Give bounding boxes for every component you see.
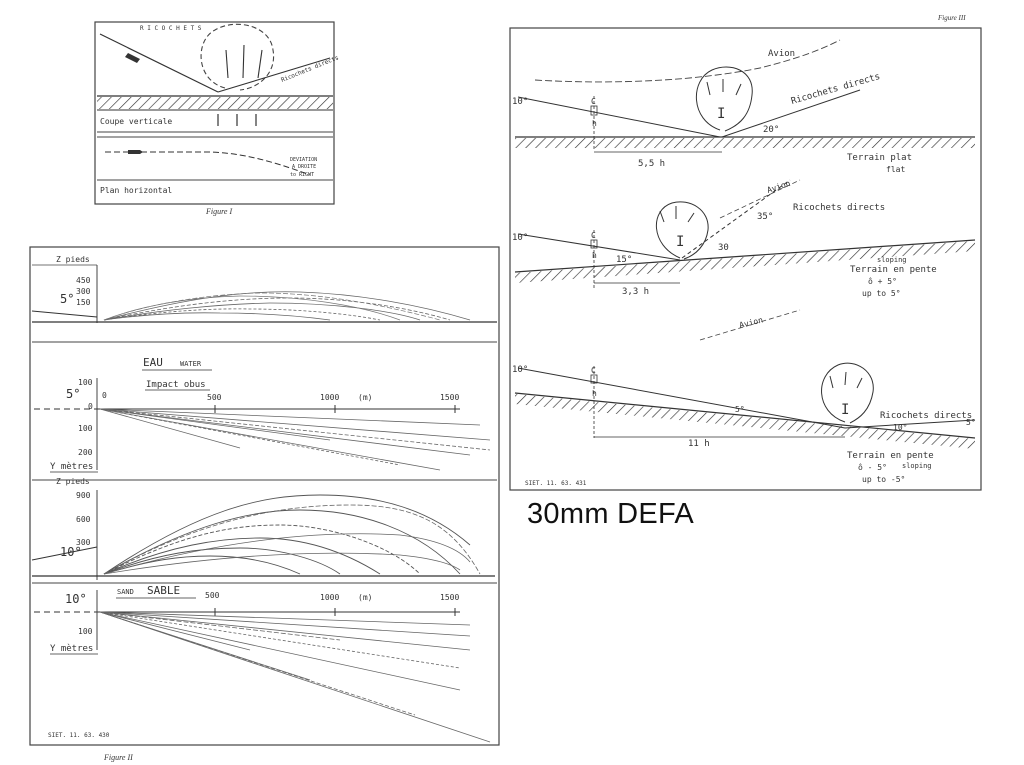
p3-c: C (591, 366, 596, 375)
p3-ricochets: Ricochets directs (880, 411, 972, 421)
water-x-0: 0 (102, 391, 107, 400)
p1-angle-out: 20° (763, 125, 779, 135)
water-y-label: Y mètres (50, 461, 93, 472)
p1-marker: I (717, 106, 725, 122)
p3-cloud (821, 362, 874, 424)
sand-x-unit: (m) (358, 593, 372, 602)
sand-z-tick-600: 600 (76, 515, 91, 524)
p2-h: h (592, 251, 597, 260)
figure-1: R I C O C H E T S Ricochets directs Coup… (94, 21, 340, 216)
plan-trajectory (105, 151, 311, 176)
p2-c: C (591, 231, 596, 240)
p3-angle-5: 5° (735, 405, 745, 414)
p1-terrain: Terrain plat (847, 153, 912, 163)
water-z-label: Z pieds (56, 255, 90, 264)
panel-flat: Avion 10° C h I Ricochets directs 20° 5,… (512, 39, 975, 174)
p2-angle-ground: 15° (616, 255, 632, 265)
p3-angle-out: 5° (966, 418, 976, 427)
shell-icon (125, 53, 140, 63)
p3-angle-10: 10° (893, 423, 907, 432)
fig1-deviation: DEVIATION (290, 157, 317, 163)
sand-y-tick-100: 100 (78, 627, 93, 636)
p3-distance: 11 h (688, 439, 710, 449)
water-impact: Impact obus (146, 380, 206, 390)
p1-cloud (696, 66, 753, 132)
figure-3: Figure III Avion 10° C h I Ricochets dir… (509, 14, 982, 491)
water-y-tick-0: 0 (88, 402, 93, 411)
p2-slope: ô + 5° (868, 276, 897, 286)
sand-y-angle: 10° (65, 592, 87, 606)
water-x-1000: 1000 (320, 393, 339, 402)
overlay-title: 30mm DEFA (527, 498, 695, 530)
p1-avion: Avion (768, 49, 795, 59)
fig2-caption: Figure II (103, 753, 133, 762)
p2-terrain: Terrain en pente (850, 265, 937, 275)
fig1-top-label: R I C O C H E T S (140, 25, 202, 32)
p3-marker: I (841, 402, 849, 418)
sand-x-1500: 1500 (440, 593, 459, 602)
fig3-caption: Figure III (937, 14, 966, 22)
water-x-1500: 1500 (440, 393, 459, 402)
sand-z-tick-300: 300 (76, 538, 91, 547)
fig1-ricochets: Ricochets directs (280, 54, 340, 84)
p2-cloud (656, 201, 709, 260)
p1-terrain-en: flat (886, 165, 905, 174)
p3-terrain: Terrain en pente (847, 451, 934, 461)
sand-title-fr: SABLE (147, 584, 180, 597)
figure-1-frame (94, 21, 335, 205)
water-z-tick-300: 300 (76, 287, 91, 296)
water-y-tick-100b: 100 (78, 424, 93, 433)
p3-sloping: sloping (902, 462, 932, 470)
panel-up-slope: Avion Ricochets directs 35° 10° C h I 30… (512, 179, 976, 298)
figure-3-frame (509, 27, 982, 491)
fig1-to-right: to RIGHT (290, 172, 314, 178)
water-y-tick-100a: 100 (78, 378, 93, 387)
fig2-stamp: SIET. 11. 63. 430 (48, 732, 110, 739)
water-x-500: 500 (207, 393, 222, 402)
figure-2-frame (29, 246, 500, 746)
fig1-coupe-verticale: Coupe verticale (100, 117, 172, 126)
sand-z-label: Z pieds (56, 477, 90, 486)
p2-sloping: sloping (877, 256, 907, 264)
p3-slope: ô - 5° (858, 462, 887, 472)
figure-2: Z pieds 450 300 150 5° EAU WATER Impact … (29, 246, 500, 762)
p2-angle-30: 30 (718, 243, 729, 253)
sand-x-500: 500 (205, 591, 220, 600)
sand-title-en: SAND (117, 588, 134, 596)
fig1-plan-horizontal: Plan horizontal (100, 186, 172, 195)
water-y-tick-200: 200 (78, 448, 93, 457)
p2-slope-en: up to 5° (862, 289, 901, 298)
p3-h: h (592, 389, 597, 398)
p2-avion: Avion (766, 179, 792, 195)
p2-marker: I (676, 234, 684, 250)
p2-angle-35: 35° (757, 212, 773, 222)
water-z-tick-150: 150 (76, 298, 91, 307)
water-y-angle: 5° (66, 387, 80, 401)
ricochet-cloud (200, 23, 275, 91)
fig1-caption: Figure I (205, 207, 232, 216)
water-title-en: WATER (180, 360, 202, 368)
p1-angle-in: 10° (512, 97, 528, 107)
p2-angle-in: 10° (512, 233, 528, 243)
shell-icon-2 (128, 150, 143, 154)
panel-down-slope: Avion 10° C h I 5° Ricochets directs 10°… (512, 309, 976, 484)
sand-x-1000: 1000 (320, 593, 339, 602)
p2-ricochets: Ricochets directs (793, 203, 885, 213)
p1-distance: 5,5 h (638, 159, 665, 169)
water-z-tick-450: 450 (76, 276, 91, 285)
fig1-a-droite: A DROITE (292, 164, 316, 170)
water-title-fr: EAU (143, 356, 163, 369)
p1-h: h (592, 119, 597, 128)
p1-c: C (591, 97, 596, 106)
fig3-stamp: SIET. 11. 63. 431 (525, 480, 587, 487)
p1-ricochets: Ricochets directs (790, 72, 881, 107)
p3-angle-in: 10° (512, 365, 528, 375)
water-angle: 5° (60, 292, 74, 306)
sand-y-label: Y mètres (50, 643, 93, 654)
sand-z-tick-900: 900 (76, 491, 91, 500)
water-x-unit: (m) (358, 393, 372, 402)
p3-slope-en: up to -5° (862, 475, 905, 484)
p2-distance: 3,3 h (622, 287, 649, 297)
